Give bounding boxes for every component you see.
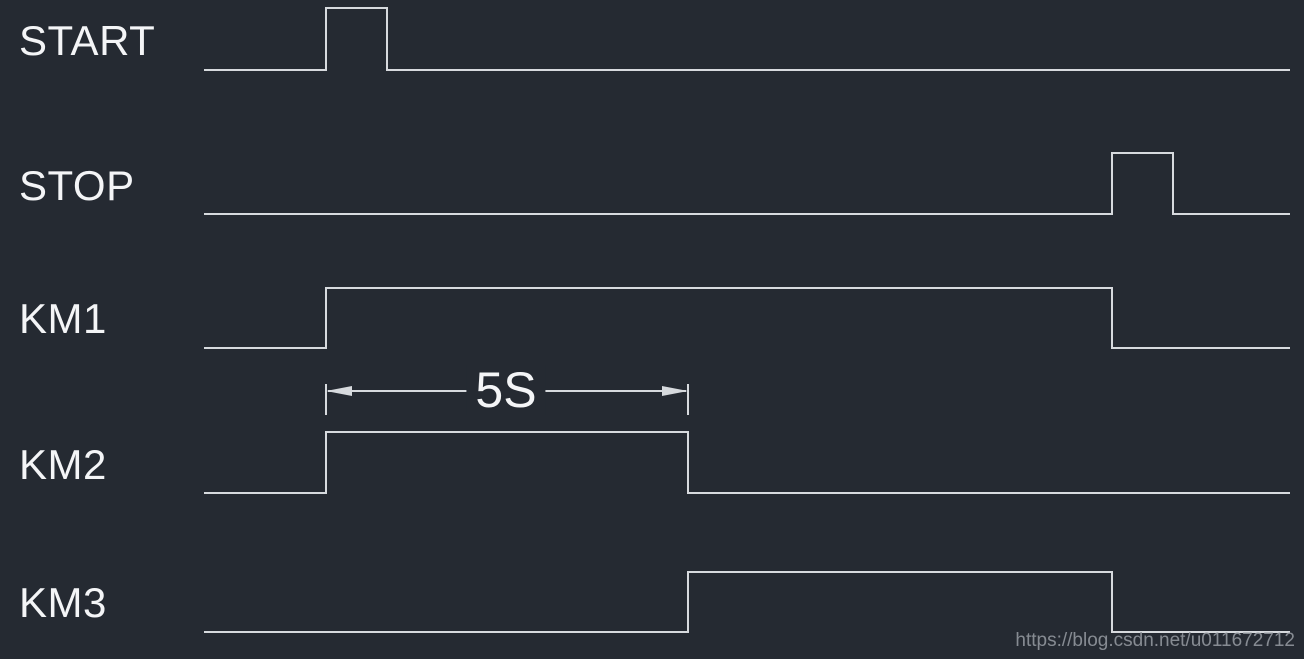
waveform-stop xyxy=(204,152,1290,215)
dimension-arrowhead-right xyxy=(662,386,688,396)
dimension-arrowhead-left xyxy=(326,386,352,396)
signal-label-km3: KM3 xyxy=(19,579,107,627)
signal-label-start: START xyxy=(19,17,156,65)
watermark-text: https://blog.csdn.net/u011672712 xyxy=(1015,630,1295,651)
signal-label-km2: KM2 xyxy=(19,441,107,489)
waveform-km2 xyxy=(204,431,1290,494)
signal-label-km1: KM1 xyxy=(19,295,107,343)
signal-label-stop: STOP xyxy=(19,162,135,210)
dimension-label: 5S xyxy=(466,365,546,415)
waveform-start xyxy=(204,7,1290,71)
waveform-km1 xyxy=(204,287,1290,349)
waveform-km3 xyxy=(204,571,1290,633)
